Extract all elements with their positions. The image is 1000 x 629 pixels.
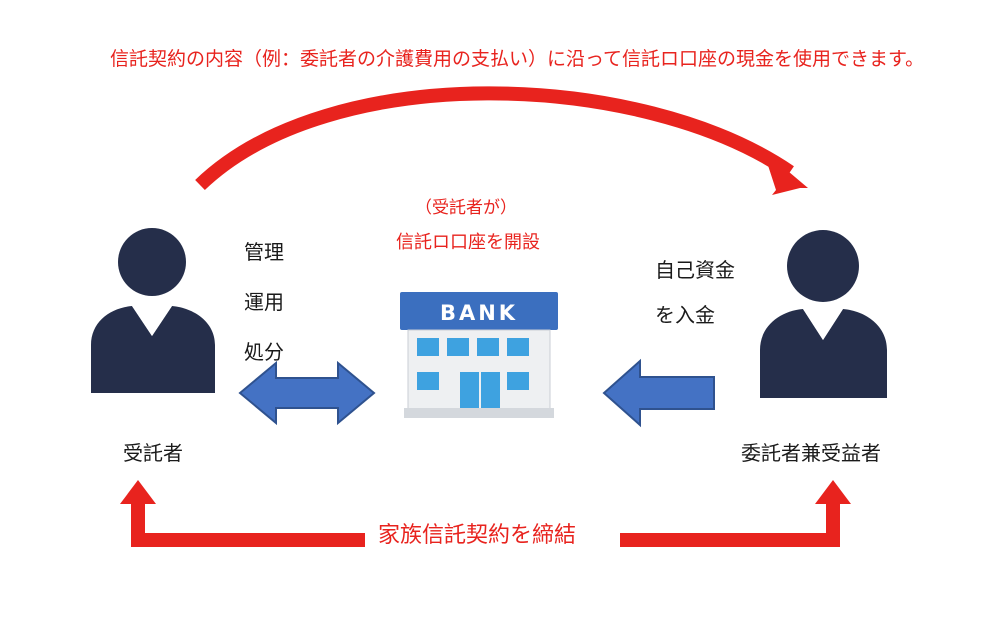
bank-sign-text: BANK	[440, 301, 518, 325]
bank-subtitle-line1: （受託者が）	[415, 198, 517, 218]
up-arrow-head-icon	[120, 480, 156, 504]
trustee-action-dispose: 処分	[244, 340, 284, 364]
trustee-label: 受託者	[123, 441, 183, 465]
contract-bracket-right	[620, 502, 840, 547]
trustee-action-operate: 運用	[244, 290, 284, 314]
left-arrow-icon	[602, 358, 715, 428]
contract-label: 家族信託契約を締結	[370, 523, 585, 550]
person-icon	[760, 230, 887, 398]
bank-building-icon: BANK	[400, 292, 558, 418]
trustee-action-manage: 管理	[244, 240, 284, 264]
contract-bracket-left	[131, 502, 365, 547]
deposit-label-line1: 自己資金	[655, 258, 735, 282]
settlor-beneficiary-label: 委託者兼受益者	[741, 441, 881, 465]
usage-note: 信託契約の内容（例：委託者の介護費用の支払い）に沿って信託ロ口座の現金を使用でき…	[110, 48, 925, 70]
bank-subtitle-line2: 信託ロ口座を開設	[396, 232, 540, 253]
person-icon	[91, 228, 215, 393]
double-arrow-icon	[238, 360, 376, 426]
top-curved-arrow	[195, 86, 794, 191]
up-arrow-head-icon	[815, 480, 851, 504]
top-arrow-head-icon	[763, 150, 808, 195]
deposit-label-line2: を入金	[655, 303, 715, 327]
